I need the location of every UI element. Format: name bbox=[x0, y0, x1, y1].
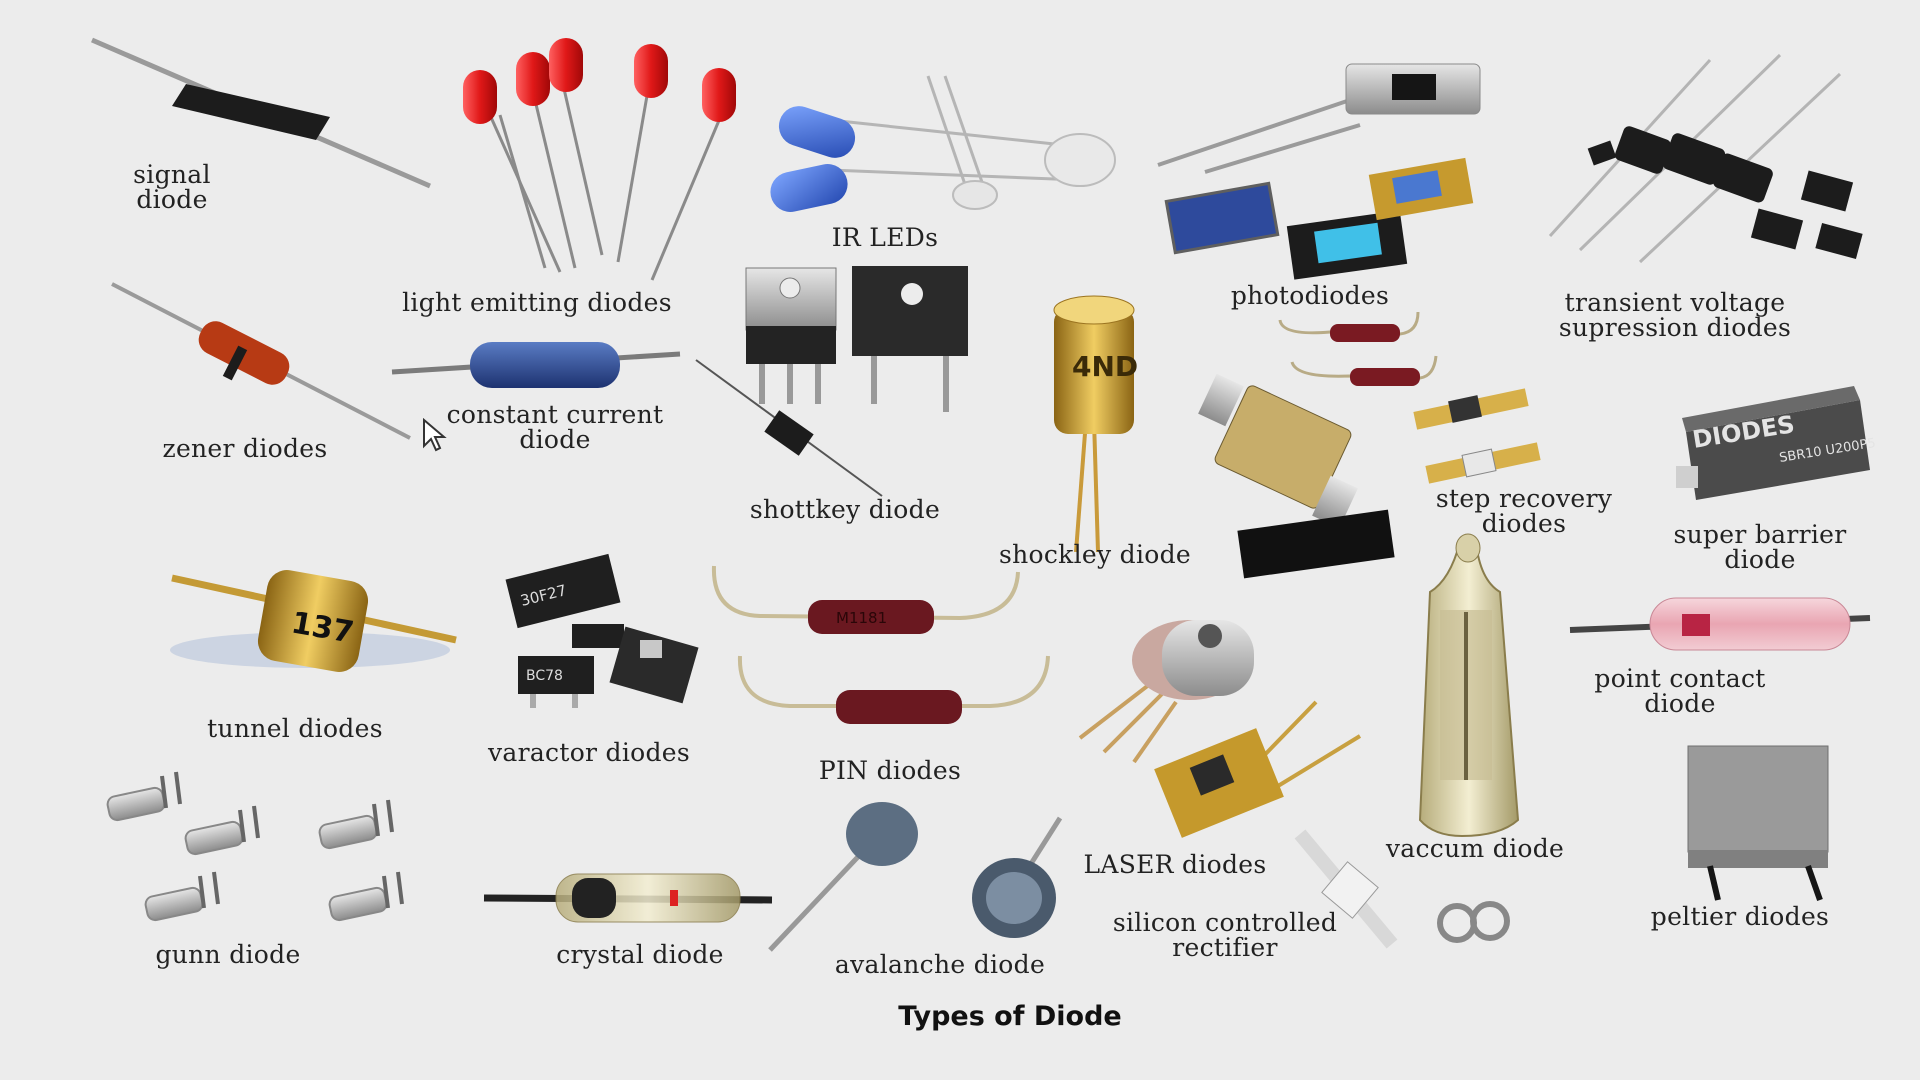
power-diode-package-icon bbox=[745, 266, 968, 412]
label-step-recovery: step recovery diodes bbox=[1435, 484, 1613, 538]
label-peltier: peltier diodes bbox=[1650, 902, 1830, 931]
signal-diode-icon bbox=[91, 37, 431, 189]
pin-diode-icon: M1181 bbox=[711, 565, 1050, 724]
constant-current-diode-icon bbox=[391, 342, 681, 388]
point-contact-diode-icon bbox=[1569, 597, 1871, 651]
label-tvs: transient voltage supression diodes bbox=[1558, 288, 1792, 342]
shockley-diode-icon: 4ND bbox=[1053, 295, 1138, 553]
avalanche-diode-icon bbox=[768, 802, 1063, 952]
label-scr: silicon controlled rectifier bbox=[1112, 908, 1338, 962]
label-super-barrier: super barrier diode bbox=[1673, 520, 1847, 574]
led-icon bbox=[463, 38, 736, 281]
varactor-diode-icon: 30F27 BC78 bbox=[505, 553, 699, 708]
figure-title: Types of Diode bbox=[898, 1001, 1122, 1032]
label-shockley: shockley diode bbox=[998, 540, 1192, 569]
label-avalanche: avalanche diode bbox=[834, 950, 1046, 979]
peltier-diode-icon bbox=[1687, 745, 1829, 901]
label-signal-diode: signal diode bbox=[133, 160, 211, 214]
label-pin: PIN diodes bbox=[818, 756, 962, 785]
rf-diode-module-icon bbox=[1198, 373, 1395, 579]
schottky-diode-icon bbox=[695, 359, 883, 497]
shockley-marking: 4ND bbox=[1072, 350, 1138, 383]
scr-icon bbox=[1294, 829, 1510, 949]
label-led: light emitting diodes bbox=[402, 288, 672, 317]
varactor-marking-b: BC78 bbox=[526, 668, 563, 684]
label-schottky: shottkey diode bbox=[749, 495, 941, 524]
label-zener: zener diodes bbox=[162, 434, 328, 463]
label-vacuum: vaccum diode bbox=[1385, 834, 1565, 863]
label-tunnel: tunnel diodes bbox=[207, 714, 383, 743]
label-gunn: gunn diode bbox=[155, 940, 301, 969]
mouse-cursor-icon bbox=[423, 418, 447, 452]
step-recovery-diode-icon bbox=[1278, 311, 1541, 484]
pin-marking: M1181 bbox=[836, 609, 887, 627]
label-constant-current: constant current diode bbox=[446, 400, 664, 454]
label-laser: LASER diodes bbox=[1083, 850, 1267, 879]
crystal-diode-icon bbox=[483, 873, 773, 923]
ir-led-icon bbox=[770, 75, 1116, 212]
tvs-diode-icon bbox=[1548, 53, 1863, 264]
label-point-contact: point contact diode bbox=[1594, 664, 1766, 718]
label-varactor: varactor diodes bbox=[487, 738, 691, 767]
tunnel-diode-icon: 137 bbox=[170, 570, 457, 672]
laser-diode-icon bbox=[1078, 620, 1362, 838]
gunn-diode-icon bbox=[106, 771, 404, 922]
label-photodiodes: photodiodes bbox=[1230, 281, 1390, 310]
vacuum-diode-icon bbox=[1418, 533, 1520, 838]
label-crystal: crystal diode bbox=[556, 940, 724, 969]
super-barrier-diode-icon: DIODES SBR10 U200P5 bbox=[1676, 386, 1877, 500]
photodiode-icon bbox=[1157, 63, 1481, 280]
label-ir-leds: IR LEDs bbox=[831, 223, 939, 252]
zener-diode-icon bbox=[111, 282, 411, 440]
